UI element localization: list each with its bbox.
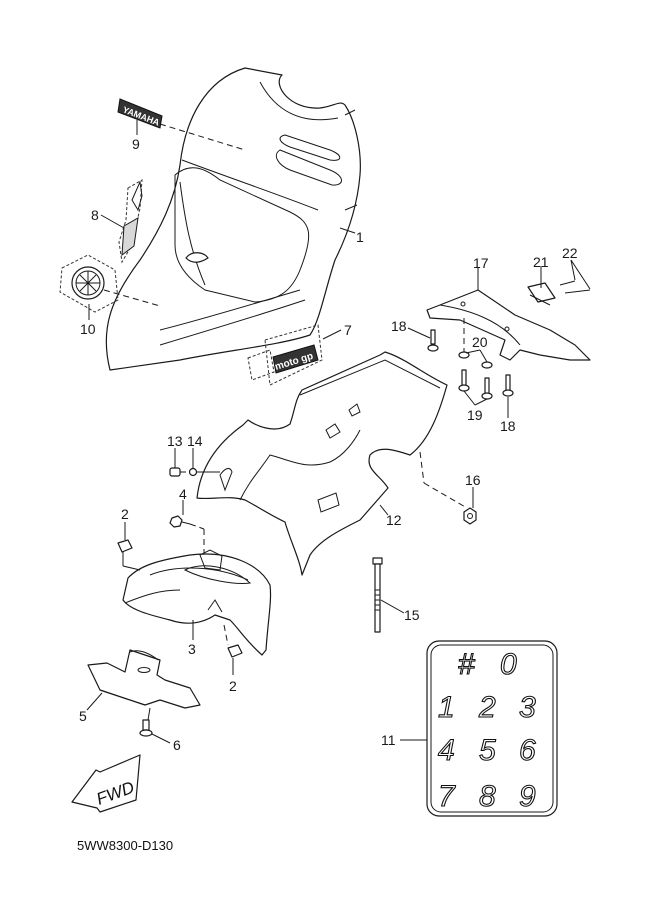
- fwd-arrow: FWD: [71, 754, 141, 813]
- callout-18-left: 18: [391, 318, 407, 334]
- part-12-inner-panel[interactable]: [196, 351, 448, 576]
- svg-text:8: 8: [479, 780, 496, 813]
- callout-11: 11: [381, 732, 396, 748]
- svg-text:0: 0: [500, 648, 517, 681]
- svg-text:5: 5: [479, 734, 496, 767]
- callout-7: 7: [344, 322, 352, 338]
- part-5-bracket[interactable]: [87, 649, 201, 709]
- callout-2-upper: 2: [121, 506, 129, 522]
- callout-3: 3: [188, 641, 196, 657]
- callout-15: 15: [404, 607, 420, 623]
- callout-19: 19: [467, 407, 483, 423]
- part-17-bracket[interactable]: [426, 289, 591, 361]
- svg-text:4: 4: [438, 734, 455, 767]
- callout-17: 17: [473, 255, 489, 271]
- part-4-bolt[interactable]: [169, 515, 191, 528]
- callout-12: 12: [386, 512, 402, 528]
- callout-9: 9: [132, 136, 140, 152]
- part-14-washer[interactable]: [188, 467, 198, 477]
- callout-18-right: 18: [500, 418, 516, 434]
- callout-6: 6: [173, 737, 181, 753]
- callout-10: 10: [80, 321, 96, 337]
- callout-8: 8: [91, 207, 99, 223]
- callout-22: 22: [562, 245, 578, 261]
- part-16-nut[interactable]: [463, 507, 477, 525]
- svg-text:#: #: [458, 648, 475, 681]
- svg-text:2: 2: [478, 691, 496, 724]
- part-15-cable-tie[interactable]: [372, 557, 383, 633]
- part-18-bolt-left[interactable]: [427, 329, 439, 352]
- callout-20: 20: [472, 334, 488, 350]
- callout-1: 1: [356, 229, 364, 245]
- part-19-bolts[interactable]: [458, 369, 493, 400]
- part-10-emblem[interactable]: [59, 254, 119, 313]
- svg-text:9: 9: [519, 780, 536, 813]
- svg-text:6: 6: [519, 734, 536, 767]
- callout-5: 5: [79, 708, 87, 724]
- callout-16: 16: [465, 472, 481, 488]
- part-13-bolt[interactable]: [169, 467, 186, 477]
- diagram-code: 5WW8300-D130: [77, 838, 174, 853]
- svg-text:1: 1: [438, 691, 455, 724]
- part-22-pins[interactable]: [559, 280, 591, 294]
- part-3-inner-cover[interactable]: [122, 549, 272, 656]
- part-2-clip-lower[interactable]: [227, 644, 243, 658]
- part-11-number-plate[interactable]: # 0 1 2 3 4 5 6 7 8 9: [426, 640, 558, 817]
- part-2-clip-upper[interactable]: [117, 539, 133, 553]
- part-6-bolt[interactable]: [139, 719, 153, 737]
- part-18-bolt-right[interactable]: [502, 374, 514, 397]
- part-7-motogp-decal[interactable]: moto gp: [247, 324, 323, 386]
- part-21-rubber[interactable]: [527, 282, 556, 306]
- callout-21: 21: [533, 254, 549, 270]
- svg-text:7: 7: [438, 780, 456, 813]
- callout-2-lower: 2: [229, 678, 237, 694]
- callout-13: 13: [167, 433, 183, 449]
- part-9-yamaha-decal[interactable]: YAMAHA: [117, 98, 163, 129]
- part-8-stripe-decal[interactable]: [118, 179, 143, 264]
- callout-14: 14: [187, 433, 203, 449]
- part-20-washers[interactable]: [458, 351, 493, 369]
- callout-4: 4: [179, 486, 187, 502]
- svg-text:3: 3: [519, 691, 536, 724]
- part-1-front-cowl[interactable]: [105, 67, 361, 371]
